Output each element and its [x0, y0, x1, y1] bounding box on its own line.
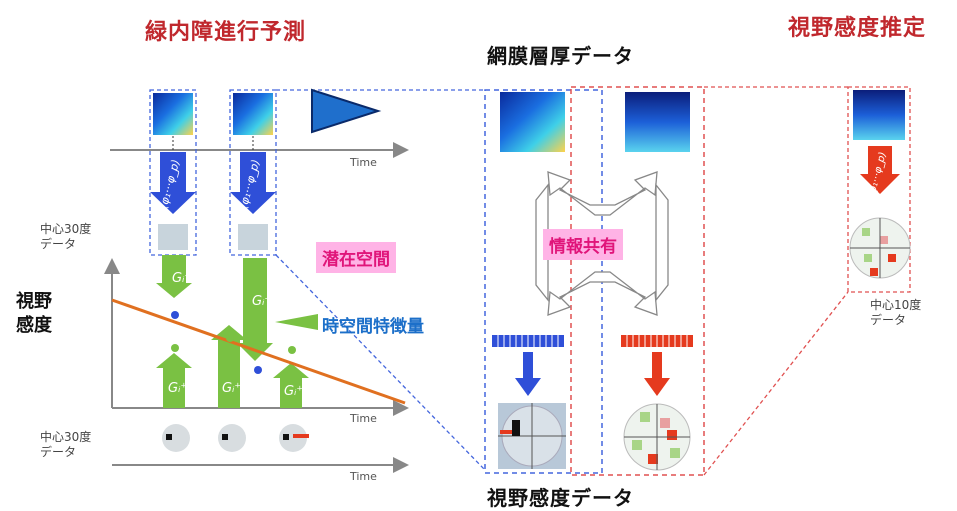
share-arrow-top	[547, 171, 658, 216]
play-triangle	[311, 88, 382, 134]
oct-center-red	[625, 92, 690, 152]
dashed-box-col2	[229, 89, 277, 256]
title-vf-data: 視野感度データ	[487, 486, 634, 510]
title-vf-estimation: 視野感度推定	[788, 16, 927, 41]
feature-pointer	[275, 314, 318, 330]
encoder-arrow-2	[230, 152, 276, 214]
title-glaucoma-prediction: 緑内障進行予測	[145, 20, 307, 45]
title-retina-data: 網膜層厚データ	[487, 44, 634, 68]
gen-arrow-down-2	[237, 258, 273, 361]
gen-arrow-up-3	[273, 363, 309, 408]
time-label-bottom: Time	[350, 470, 377, 483]
label-center10: 中心10度 データ	[870, 298, 922, 327]
label-center30-bottom: 中心30度 データ	[40, 430, 92, 459]
latent-space-label: 潜在空間	[316, 242, 396, 273]
encoder-arrow-1	[150, 152, 196, 214]
svg-text:Gᵢ⁺: Gᵢ⁺	[284, 384, 303, 399]
latent-vector-red	[621, 335, 693, 347]
vf-grid-red	[623, 403, 691, 471]
oct-center-blue	[500, 92, 565, 152]
spatiotemporal-label: 時空間特徴量	[322, 317, 424, 337]
share-arrow-bottom	[547, 271, 658, 316]
svg-text:Gᵢ⁺: Gᵢ⁺	[252, 294, 271, 309]
label-center30-top: 中心30度 データ	[40, 222, 92, 251]
time-label-top: Time	[350, 156, 377, 169]
svg-text:Gᵢ⁺: Gᵢ⁺	[222, 381, 241, 396]
encoder-arrow-right	[860, 146, 900, 194]
red-dashed-box-right	[847, 86, 911, 293]
oct-thumb-1	[153, 93, 193, 135]
vf-small-1	[162, 424, 190, 452]
trend-line	[111, 298, 406, 405]
vf-grid-blue	[498, 403, 566, 469]
red-dashed-panel	[570, 86, 705, 476]
gen-arrow-up-1	[156, 353, 192, 408]
vf-thumb-1	[158, 224, 188, 250]
gen-arrow-down-1	[156, 255, 192, 298]
oct-right	[853, 90, 905, 140]
decoder-arrow-blue	[515, 352, 541, 396]
decoder-arrow-red	[644, 352, 670, 396]
svg-text:Gᵢ⁺: Gᵢ⁺	[168, 381, 187, 396]
info-share-label: 情報共有	[543, 229, 623, 260]
vf-small-2	[218, 424, 246, 452]
oct-thumb-2	[233, 93, 273, 135]
latent-vector-blue	[492, 335, 564, 347]
vf-thumb-2	[238, 224, 268, 250]
y-axis-label: 視野 感度	[16, 291, 52, 336]
svg-text:Gᵢ⁺: Gᵢ⁺	[172, 271, 191, 286]
vf-grid-right	[849, 217, 911, 279]
time-label-mid: Time	[350, 412, 377, 425]
